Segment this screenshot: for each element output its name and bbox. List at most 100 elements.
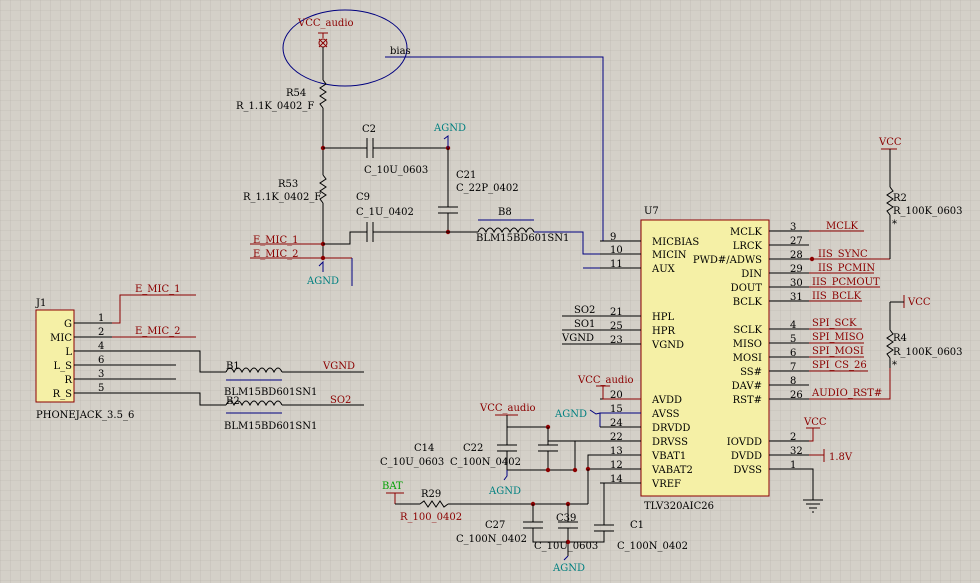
so1-chip-label: SO1 [574,319,595,330]
u7-right-pin-name: MISO [733,339,762,350]
u7-right-pin-name: LRCK [733,241,763,252]
bias-net-label: bias [390,46,411,57]
r29-ref: R29 [421,489,441,500]
u7-right-pin-number: 8 [790,376,796,387]
agnd-lowest-label: AGND [552,563,585,574]
r4-ref: R4 [893,333,907,344]
iis-bclk-label: IIS_BCLK [812,291,862,302]
so2-jack-label: SO2 [330,395,351,406]
c2-ref: C2 [362,124,376,135]
c14-ref: C14 [414,443,434,454]
c21-ref: C21 [456,170,476,181]
r54-resistor [319,79,327,109]
junction-dot [545,467,551,473]
v18-label: 1.8V [829,452,853,463]
u7-left-pin-name: AVDD [651,395,682,406]
c21-value: C_22P_0402 [456,183,519,194]
r29-resistor [419,500,449,508]
c39-ref: C39 [556,513,576,524]
j1-ref: J1 [35,298,46,309]
r2-star: * [892,219,897,230]
vcc-audio-avdd-wire [602,386,641,400]
c22-value: C_100N_0402 [450,457,521,468]
j1-body [35,309,75,403]
r53-resistor [319,174,327,204]
vcc-audio-avdd-label: VCC_audio [577,375,634,386]
j1-pin-name: L_S [54,361,73,372]
u7-right-pin-number: 4 [790,320,796,331]
c2-value: C_10U_0603 [364,165,428,176]
u7-left-pin-number: 23 [610,335,623,346]
u7-right-pin-number: 28 [790,250,803,261]
r29-value: R_100_0402 [400,512,462,523]
r53-value: R_1.1K_0402_F [243,192,321,203]
j1-pin-number: 2 [98,327,104,338]
e-mic-1-jack-wire [112,294,196,324]
mclk-net-label: MCLK [826,221,859,232]
u7-right-pin-name: SS# [740,367,762,378]
e-mic-2-label: E_MIC_2 [253,249,299,260]
j1-pin-name: L [65,347,72,358]
u7-right-pin-number: 7 [790,362,796,373]
rs-to-b2-wire [112,392,226,406]
b1-value: BLM15BD601SN1 [224,387,317,398]
r4-value: R_100K_0603 [893,347,963,358]
vcc-iovdd-label: VCC [803,417,827,428]
u7-left-pin-name: AUX [651,264,676,275]
u7-left-pin-number: 13 [610,446,623,457]
j1-pin-number: 6 [98,355,104,366]
b1-inductor [225,367,283,374]
j1-pin-name: MIC [50,333,72,344]
audio-rst-wire [809,368,891,400]
u7-left-pin-number: 14 [610,474,623,485]
j1-pin-name: R_S [53,389,73,400]
vcc-audio-top-symbol [318,32,328,48]
spi-mosi-label: SPI_MOSI [812,346,864,357]
u7-left-pin-name: VREF [651,479,681,490]
u7-left-pin-number: 22 [610,432,623,443]
r2-ref: R2 [893,193,907,204]
j1-pin-name: G [64,319,72,330]
vref-wire [603,482,641,525]
vcc-r4-label: VCC [907,297,931,308]
u7-left-pin-number: 20 [610,390,623,401]
u7-right-pin-name: DOUT [731,283,763,294]
c9-wire-left [323,231,367,245]
agnd-avss-label: AGND [554,409,587,420]
agnd-mid-label: AGND [306,276,339,287]
u7-left-pin-name: DRVSS [652,437,688,448]
iis-pcmin-label: IIS_PCMIN [818,263,875,274]
u7-right-pin-name: PWD#/ADWS [693,255,762,266]
j1-part: PHONEJACK_3.5_6 [36,410,134,421]
j1-pin-number: 1 [98,313,104,324]
u7-left-pin-number: 11 [610,259,623,270]
u7-right-pin-name: MOSI [733,353,762,364]
iis-pcmout-label: IIS_PCMOUT [812,277,880,288]
r54-ref: R54 [286,88,306,99]
c9-value: C_1U_0402 [356,207,414,218]
c1-ref: C1 [630,520,644,531]
so2-chip-label: SO2 [574,305,595,316]
c22-ref: C22 [463,443,483,454]
spi-cs-label: SPI_CS_26 [812,360,867,371]
spi-miso-label: SPI_MISO [812,332,864,343]
r2-resistor [886,186,894,216]
audio-rst-label: AUDIO_RST# [811,388,882,399]
c39-value: C_10U_0603 [534,541,598,552]
r4-star: * [892,360,897,371]
u7-left-pin-name: HPL [652,312,674,323]
u7-left-pin-name: DRVDD [652,423,690,434]
b2-ref: B2 [226,396,240,407]
u7-ref: U7 [644,206,659,217]
j1-pin-number: 5 [98,383,104,394]
bias-highlight-ellipse [282,9,408,87]
b8-value: BLM15BD601SN1 [476,233,569,244]
u7-part: TLV320AIC26 [644,501,714,512]
u7-left-pin-number: 25 [610,321,623,332]
u7-right-pin-name: DVDD [731,451,762,462]
u7-right-pin-number: 32 [790,446,803,457]
u7-right-pin-number: 31 [790,292,803,303]
b2-value: BLM15BD601SN1 [224,421,317,432]
c9-ref: C9 [356,192,370,203]
